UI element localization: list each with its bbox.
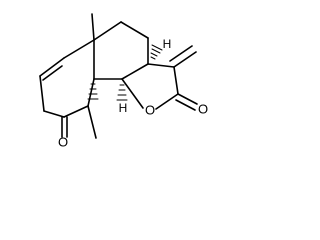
atom-ring-oxygen: O <box>145 103 155 118</box>
bond-c8-c9 <box>63 105 89 118</box>
bond-c2-o1 <box>155 93 179 110</box>
bond-c4a-c4 <box>93 21 122 41</box>
bond-c6-c7 <box>39 75 45 112</box>
atom-hydrogen-bottom: H <box>119 101 128 115</box>
bond-c3a-c9b <box>121 63 149 80</box>
bond-c9-c9a <box>87 78 95 107</box>
atom-lactone-carbonyl-oxygen: O <box>198 102 208 117</box>
atom-ketone-oxygen: O <box>58 135 68 150</box>
bond-methylene-double <box>169 45 193 62</box>
bond-c4a-c5 <box>63 39 95 59</box>
bond-c3-c2 <box>173 66 179 95</box>
hashed-bond-h-top <box>150 44 163 60</box>
bond-c2-o <box>177 93 198 105</box>
bond-methylene <box>173 51 197 68</box>
atom-hydrogen-top: H <box>163 37 172 51</box>
bond-c7-c8 <box>43 110 65 118</box>
bond-c3a-c3 <box>147 63 175 68</box>
bond-c4a-methyl <box>91 13 95 41</box>
bond-c5-c6 <box>39 57 65 77</box>
bond-c4-c3 <box>120 21 149 39</box>
molecule-structure: O O O H H <box>39 13 208 150</box>
bond-c5-c6-double <box>42 65 63 81</box>
hashed-bond-h-bottom <box>116 84 128 101</box>
bond-c9-methyl <box>87 105 97 139</box>
bond-c2-o-double <box>175 99 196 111</box>
hashed-bond-c9a <box>87 83 99 100</box>
bond-o1-c9b <box>121 78 144 109</box>
